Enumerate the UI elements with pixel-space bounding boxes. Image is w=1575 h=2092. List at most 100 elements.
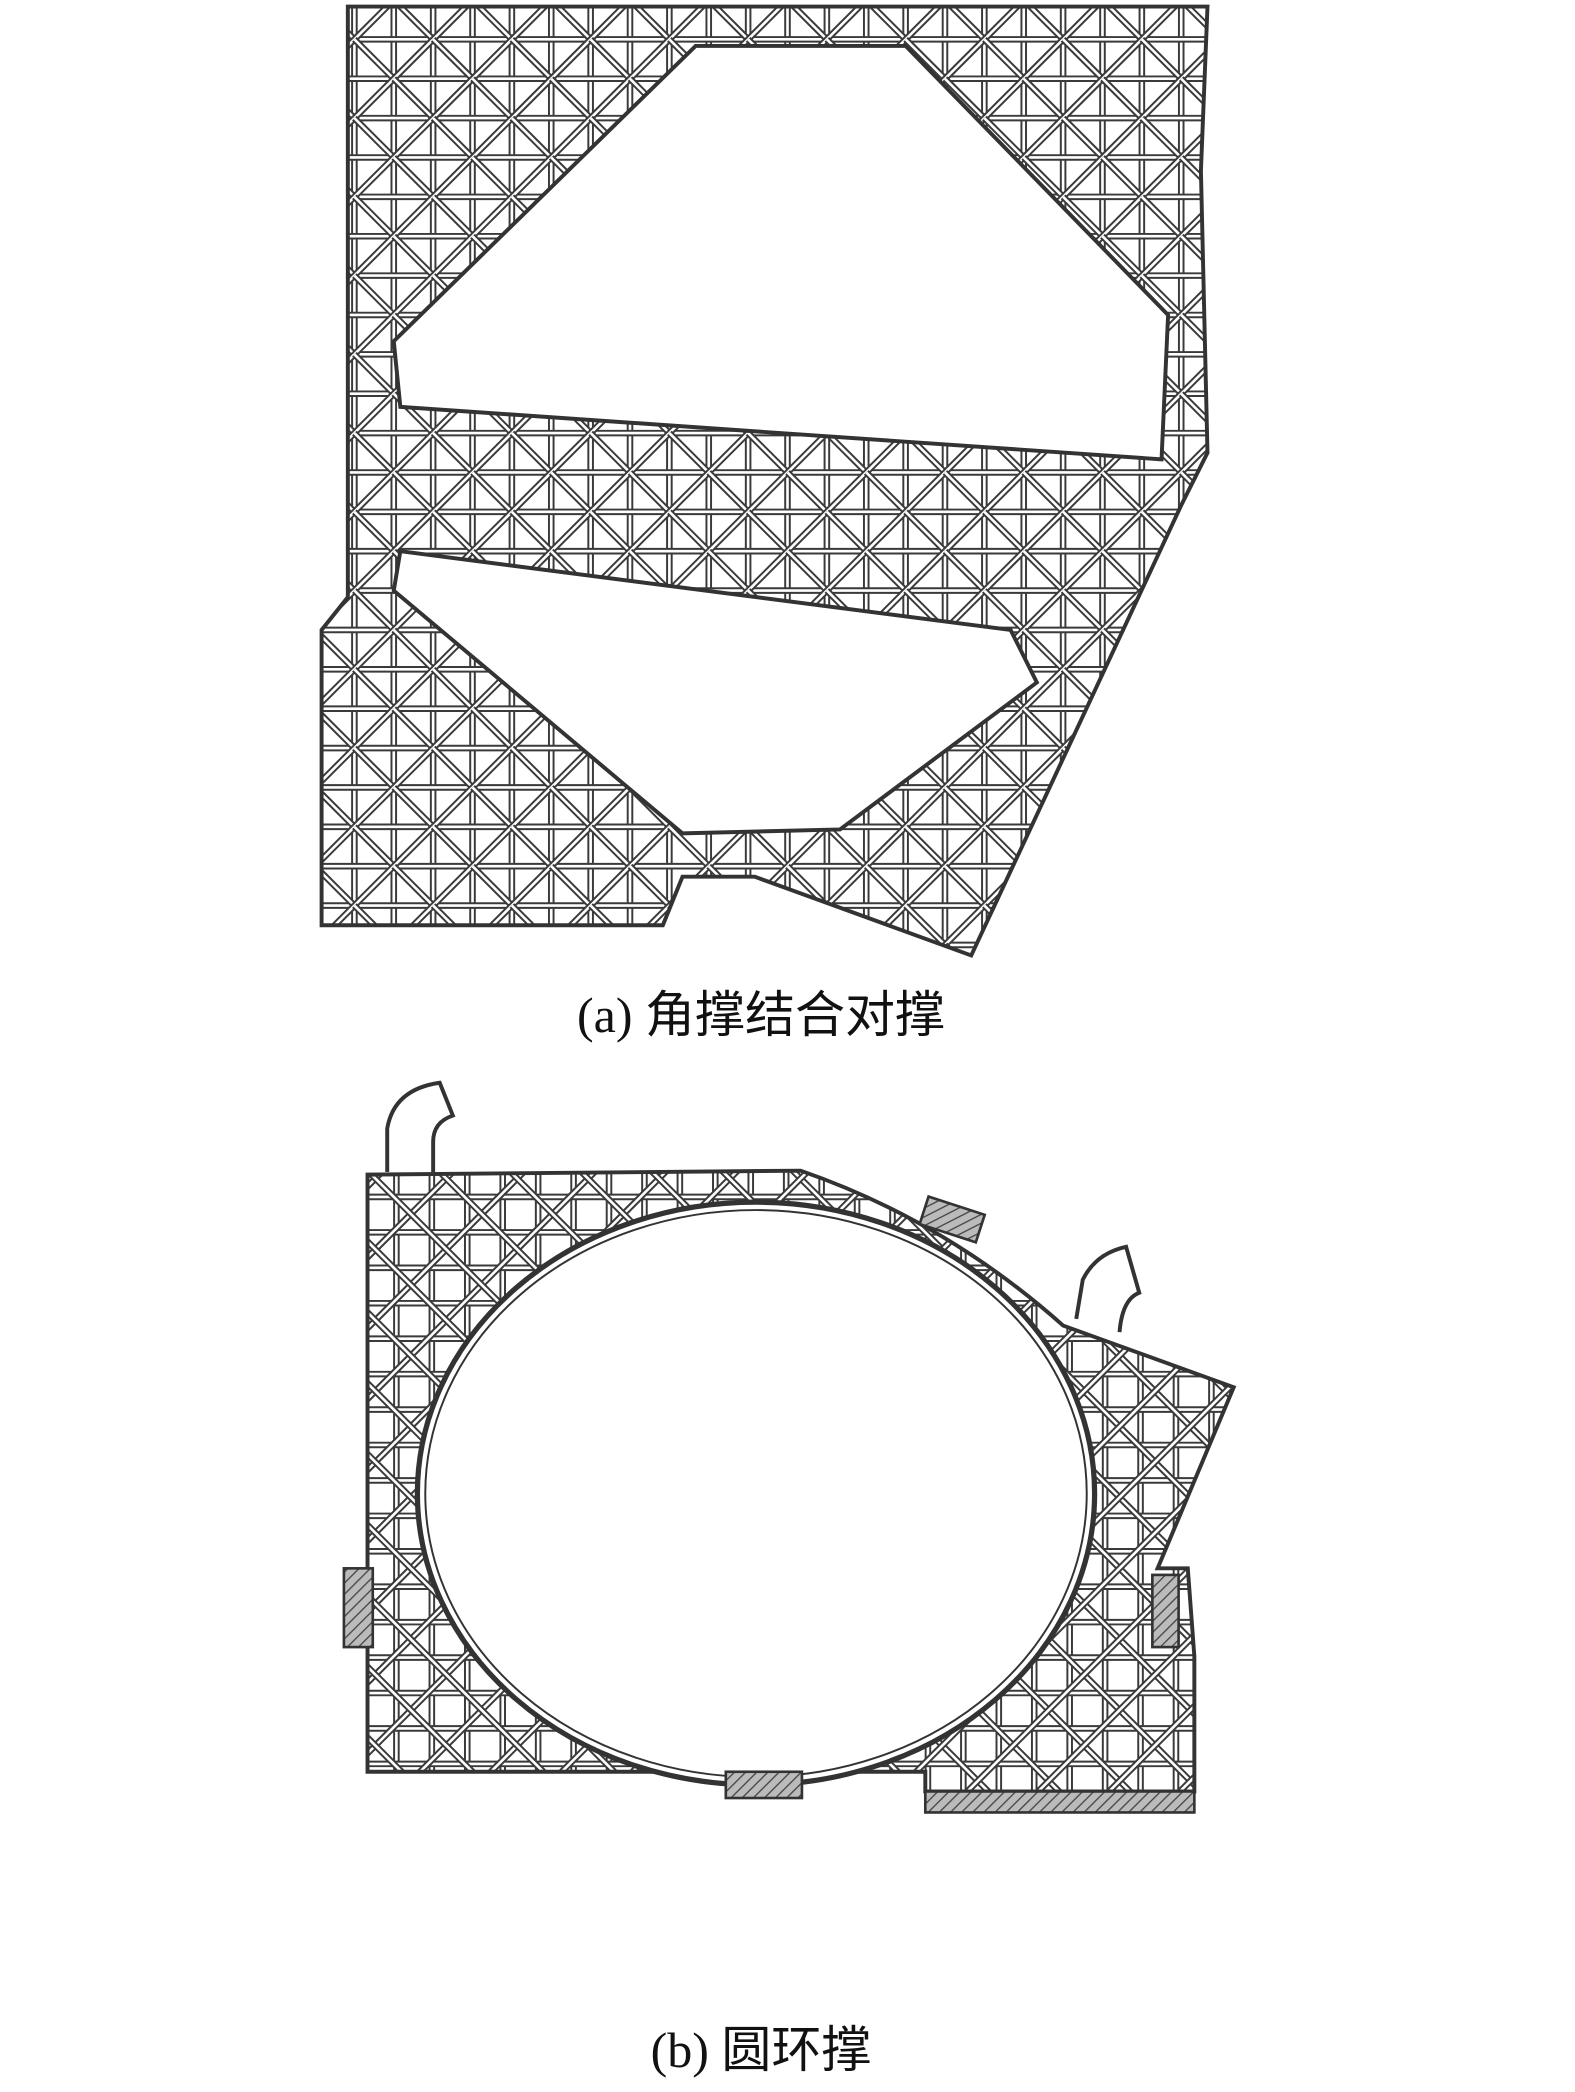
truss-member — [550, 865, 592, 907]
truss-member — [747, 550, 789, 592]
truss-member — [321, 668, 356, 710]
truss-member — [1140, 668, 1183, 710]
truss-member — [825, 471, 868, 513]
truss-member — [392, 471, 435, 513]
truss-member — [1022, 38, 1065, 80]
truss-member — [321, 629, 356, 671]
truss-member — [353, 865, 395, 907]
truss-member — [510, 6, 553, 41]
truss-member — [550, 510, 592, 553]
truss-member — [471, 786, 513, 828]
truss-member — [392, 117, 435, 159]
outer-wall-b — [365, 1168, 1237, 1794]
truss-member — [471, 471, 513, 513]
truss-member — [321, 825, 356, 868]
truss-member — [1180, 747, 1208, 789]
truss-member — [983, 786, 1025, 828]
truss-member — [550, 747, 592, 789]
truss-member — [1022, 707, 1065, 750]
truss-member — [1180, 904, 1208, 946]
truss-member — [1178, 706, 1208, 751]
truss-member — [707, 865, 750, 907]
truss-member — [353, 707, 395, 750]
truss-member — [1178, 667, 1208, 712]
truss-member — [983, 510, 1025, 553]
truss-member — [1062, 944, 1104, 956]
truss-member — [983, 707, 1025, 750]
truss-member — [1140, 825, 1183, 868]
truss-member — [392, 944, 435, 956]
truss-member — [1180, 235, 1208, 277]
truss-member — [432, 471, 474, 513]
truss-member — [1180, 786, 1208, 828]
truss-member — [1139, 706, 1184, 751]
truss-member — [1180, 668, 1208, 710]
truss-member — [1062, 510, 1104, 553]
truss-member — [1180, 510, 1208, 553]
truss-member — [1022, 156, 1065, 198]
truss-member — [392, 786, 435, 828]
truss-member — [392, 707, 435, 750]
truss-member — [983, 38, 1025, 80]
truss-member — [432, 38, 474, 80]
truss-member — [471, 38, 513, 80]
truss-member — [944, 786, 986, 828]
truss-member — [1180, 707, 1208, 750]
truss-member — [1139, 942, 1184, 956]
truss-member — [1064, 1170, 1234, 1338]
truss-member — [1022, 786, 1065, 828]
truss-member — [903, 942, 948, 956]
truss-member — [353, 550, 395, 592]
truss-member — [944, 77, 986, 120]
truss-member — [589, 944, 631, 956]
truss-member — [1101, 944, 1143, 956]
truss-member — [1060, 824, 1105, 869]
truss-member — [321, 747, 356, 789]
truss-member — [1100, 667, 1145, 712]
truss-member — [1100, 785, 1145, 830]
opening-bottom-a — [391, 549, 1040, 836]
truss-member — [668, 904, 710, 946]
truss-member — [471, 117, 513, 159]
truss-member — [510, 747, 553, 789]
truss-member — [1180, 589, 1208, 631]
truss-member — [1178, 785, 1208, 830]
truss-member — [510, 944, 553, 956]
truss-member — [1140, 707, 1183, 750]
truss-member — [865, 550, 907, 592]
truss-member — [707, 550, 750, 592]
truss-member — [1022, 510, 1065, 553]
truss-member — [944, 825, 986, 868]
truss-member — [904, 6, 946, 41]
truss-member — [1062, 471, 1104, 513]
truss-member — [510, 156, 553, 198]
truss-member — [1139, 548, 1184, 593]
truss-member — [1022, 589, 1065, 631]
truss-member — [1101, 156, 1143, 198]
truss-member — [745, 942, 790, 956]
truss-member — [392, 865, 435, 907]
truss-member — [432, 432, 474, 474]
truss-member — [1207, 1170, 1234, 1194]
truss-member — [944, 6, 986, 41]
truss-member — [471, 432, 513, 474]
truss-member — [432, 707, 474, 750]
truss-member — [353, 274, 395, 316]
truss-member — [747, 904, 789, 946]
truss-member — [745, 903, 790, 948]
truss-member — [1062, 825, 1104, 868]
truss-member — [432, 195, 474, 238]
truss-member — [1139, 627, 1184, 672]
truss-member — [353, 629, 395, 671]
truss-member — [629, 825, 671, 868]
truss-member — [589, 510, 631, 553]
truss-member — [865, 944, 907, 956]
truss-member — [1101, 550, 1143, 592]
truss-member — [1060, 942, 1105, 956]
truss-member — [510, 865, 553, 907]
truss-member — [589, 471, 631, 513]
truss-member — [367, 1588, 571, 1792]
truss-member — [432, 825, 474, 868]
truss-member — [353, 589, 395, 631]
truss-member — [1178, 903, 1208, 948]
